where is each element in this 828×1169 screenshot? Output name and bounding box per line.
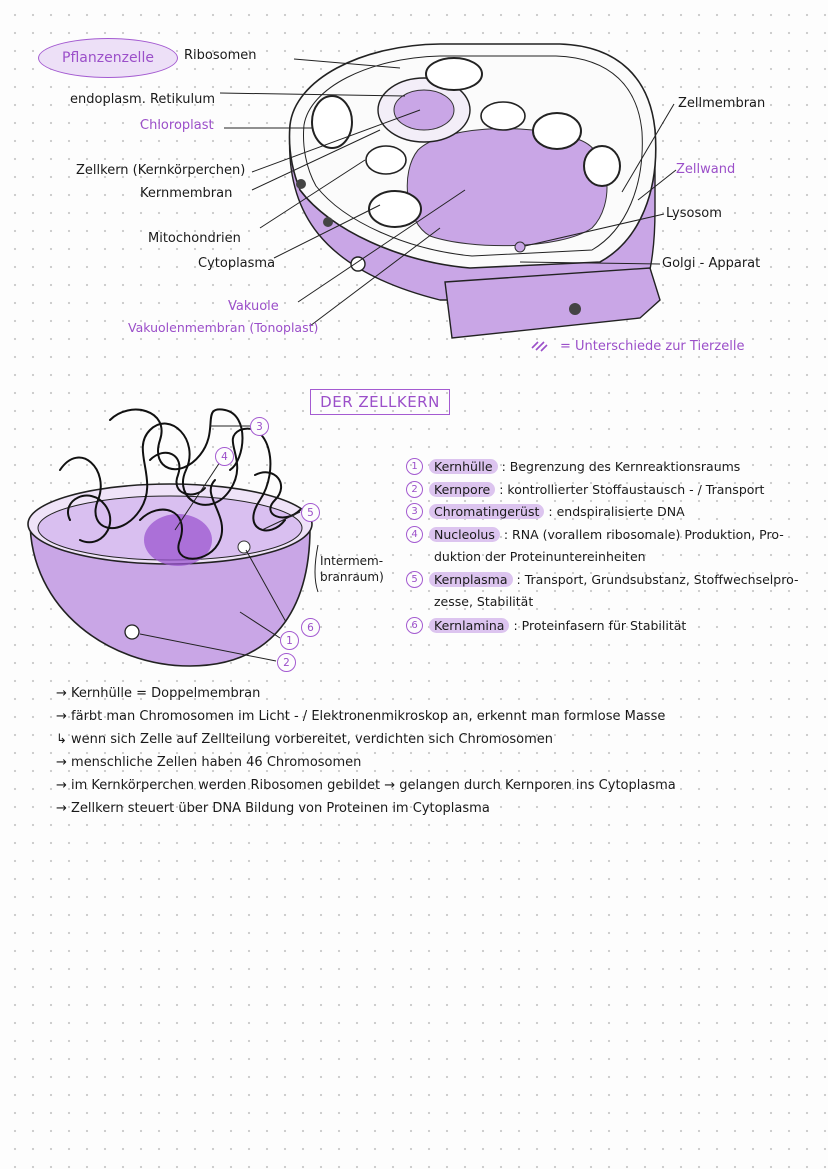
label-chloroplast: Chloroplast xyxy=(140,118,214,133)
difference-note: = Unterschiede zur Tierzelle xyxy=(560,339,745,354)
legend-num: 4 xyxy=(406,526,423,543)
note-4: → menschliche Zellen haben 46 Chromosome… xyxy=(56,755,362,770)
legend-term: Kernplasma xyxy=(429,572,513,587)
note-5: → im Kernkörperchen werden Ribosomen geb… xyxy=(56,778,676,793)
callout-3: 3 xyxy=(250,417,269,436)
label-intermembran-1: Intermem- xyxy=(320,554,384,568)
plant-cell-title: Pflanzenzelle xyxy=(38,38,178,78)
label-kernmembran: Kernmembran xyxy=(140,186,233,201)
label-lysosom: Lysosom xyxy=(666,206,722,221)
legend-row-2: 2 Kernpore : kontrollierter Stoffaustaus… xyxy=(406,481,764,498)
legend-text: : RNA (vorallem ribosomale) Produktion, … xyxy=(503,527,784,542)
label-vakuolenmembran: Vakuolenmembran (Tonoplast) xyxy=(128,320,319,335)
label-cytoplasma: Cytoplasma xyxy=(198,256,276,271)
legend-term: Kernpore xyxy=(429,482,496,497)
callout-5: 5 xyxy=(301,503,320,522)
legend-text: : Begrenzung des Kernreaktionsraums xyxy=(501,459,741,474)
label-zellkern: Zellkern (Kernkörperchen) xyxy=(76,163,246,178)
legend-row-5: 5 Kernplasma : Transport, Grundsubstanz,… xyxy=(406,571,798,588)
label-zellmembran: Zellmembran xyxy=(678,96,766,111)
legend-row-5-cont: zesse, Stabilität xyxy=(434,594,534,609)
label-vakuole: Vakuole xyxy=(228,299,279,314)
label-mitochondrien: Mitochondrien xyxy=(148,231,241,246)
legend-num: 3 xyxy=(406,503,423,520)
legend-term: Chromatingerüst xyxy=(429,504,545,519)
legend-term: Kernlamina xyxy=(429,618,510,633)
note-1: → Kernhülle = Doppelmembran xyxy=(56,686,261,701)
legend-text: : Transport, Grundsubstanz, Stoffwechsel… xyxy=(516,572,799,587)
label-er: endoplasm. Retikulum xyxy=(70,92,216,107)
note-3: ↳ wenn sich Zelle auf Zellteilung vorber… xyxy=(56,732,554,747)
legend-text: : kontrollierter Stoffaustausch - / Tran… xyxy=(499,482,765,497)
legend-text: : Proteinfasern für Stabilität xyxy=(513,618,687,633)
label-golgi: Golgi - Apparat xyxy=(662,256,761,271)
label-ribosomen: Ribosomen xyxy=(184,48,257,63)
callout-1: 1 xyxy=(280,631,299,650)
nucleus-title: DER ZELLKERN xyxy=(310,389,450,415)
label-intermembran-2: branraum) xyxy=(320,570,384,584)
note-6: → Zellkern steuert über DNA Bildung von … xyxy=(56,801,490,816)
legend-num: 6 xyxy=(406,617,423,634)
legend-term: Nucleolus xyxy=(429,527,500,542)
legend-row-6: 6 Kernlamina : Proteinfasern für Stabili… xyxy=(406,617,686,634)
note-2: → färbt man Chromosomen im Licht - / Ele… xyxy=(56,709,666,724)
label-zellwand: Zellwand xyxy=(676,162,736,177)
callout-4: 4 xyxy=(215,447,234,466)
legend-row-1: 1 Kernhülle : Begrenzung des Kernreaktio… xyxy=(406,458,740,475)
legend-row-4-cont: duktion der Proteinuntereinheiten xyxy=(434,549,646,564)
legend-text: : endspiralisierte DNA xyxy=(548,504,685,519)
legend-num: 2 xyxy=(406,481,423,498)
callout-6: 6 xyxy=(301,618,320,637)
legend-num: 1 xyxy=(406,458,423,475)
legend-row-4: 4 Nucleolus : RNA (vorallem ribosomale) … xyxy=(406,526,784,543)
legend-num: 5 xyxy=(406,571,423,588)
callout-2: 2 xyxy=(277,653,296,672)
plant-cell-illustration xyxy=(219,43,677,352)
legend-row-3: 3 Chromatingerüst : endspiralisierte DNA xyxy=(406,503,685,520)
nucleus-illustration xyxy=(27,408,319,667)
legend-term: Kernhülle xyxy=(429,459,498,474)
